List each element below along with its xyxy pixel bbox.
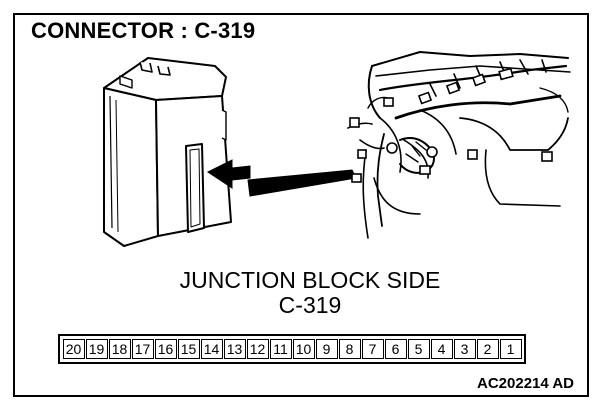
- connector-pin: 5: [407, 339, 430, 359]
- connector-pin: 17: [131, 339, 154, 359]
- harness-connectors: [349, 67, 553, 183]
- dashboard-wiring: [347, 51, 571, 239]
- connector-pin: 2: [476, 339, 499, 359]
- connector-pin: 15: [177, 339, 200, 359]
- junction-block: [103, 57, 232, 247]
- connector-pin: 4: [430, 339, 453, 359]
- connector-title: CONNECTOR : C-319: [31, 18, 256, 43]
- connector-pin: 3: [453, 339, 476, 359]
- connector-pin: 6: [384, 339, 407, 359]
- pointer-arrow: [207, 159, 357, 197]
- connector-pin: 11: [269, 339, 292, 359]
- connector-pin: 16: [154, 339, 177, 359]
- connector-pin: 14: [200, 339, 223, 359]
- connector-id-label: C-319: [278, 292, 342, 318]
- connector-pin: 1: [499, 339, 522, 359]
- connector-pin: 9: [315, 339, 338, 359]
- connector-pin: 12: [246, 339, 269, 359]
- figure-code: AC202214 AD: [477, 375, 574, 392]
- connector-pin: 18: [108, 339, 131, 359]
- connector-pin: 8: [338, 339, 361, 359]
- connector-pin: 19: [85, 339, 108, 359]
- connector-pin: 10: [292, 339, 315, 359]
- connector-pin: 20: [62, 339, 85, 359]
- junction-block-side-label: JUNCTION BLOCK SIDE: [179, 267, 441, 293]
- diagram-frame: [13, 13, 589, 397]
- connector-pin: 13: [223, 339, 246, 359]
- connector-pin: 7: [361, 339, 384, 359]
